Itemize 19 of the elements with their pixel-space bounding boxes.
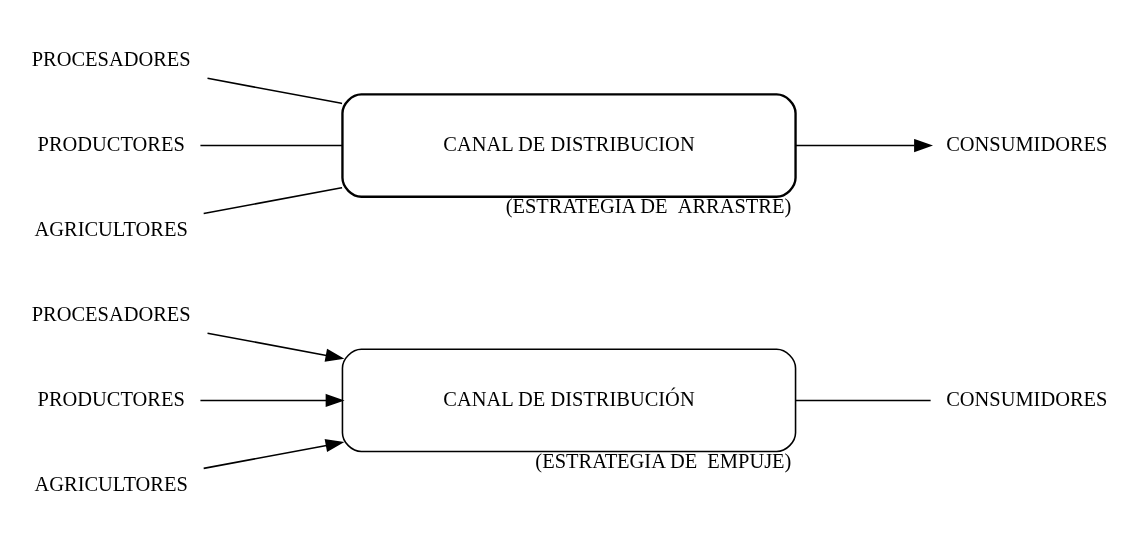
node-label: (ESTRATEGIA DE EMPUJE) (535, 449, 792, 472)
arrow (206, 331, 345, 362)
node-text: PRODUCTORES (37, 387, 185, 410)
node-text: CONSUMIDORES (946, 387, 1108, 410)
connector (206, 77, 343, 104)
arrow (795, 138, 933, 152)
node-box: CANAL DE DISTRIBUCION (341, 92, 797, 198)
node-text: PRODUCTORES (37, 132, 185, 155)
node-text: PROCESADORES (31, 47, 191, 70)
connector (202, 186, 343, 214)
arrow (202, 438, 345, 469)
arrow (199, 393, 345, 407)
node-text: AGRICULTORES (34, 217, 188, 240)
node-box: CANAL DE DISTRIBUCIÓN (341, 348, 797, 452)
node-text: AGRICULTORES (34, 472, 188, 495)
node-text: CONSUMIDORES (946, 132, 1108, 155)
connector (795, 399, 932, 401)
connector (199, 144, 343, 146)
node-text: PROCESADORES (31, 302, 191, 325)
